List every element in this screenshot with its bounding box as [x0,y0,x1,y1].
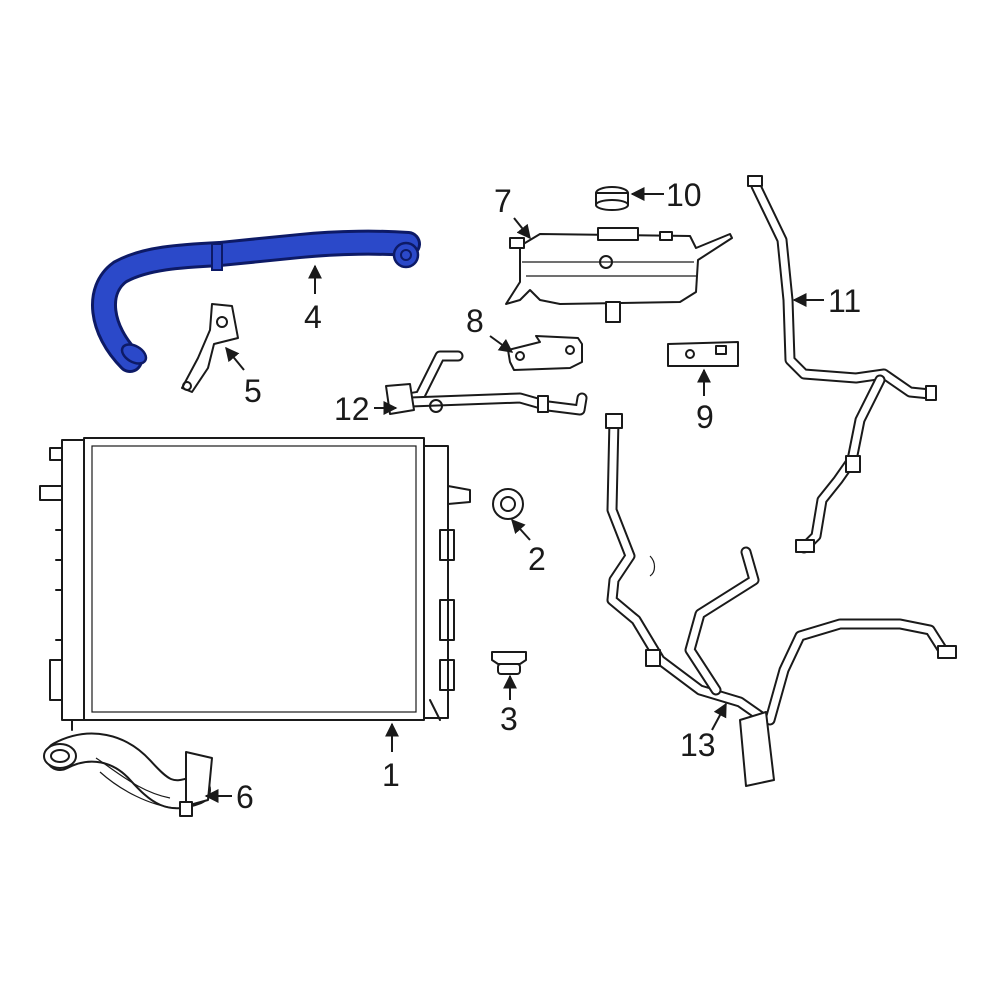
callout-11: 11 [828,283,861,319]
callout-13: 13 [680,727,716,763]
reservoir-bracket-part-8[interactable] [507,335,583,371]
hose-4-end-fitting [392,241,420,269]
grommet-part-2[interactable] [492,488,524,520]
callout-8: 8 [466,303,484,339]
callout-12: 12 [334,391,370,427]
callout-9: 9 [696,399,714,435]
callout-5: 5 [244,373,262,409]
lower-radiator-hose-part-6[interactable] [43,732,213,817]
reservoir-cap-part-10[interactable] [595,186,629,211]
hose-bracket-part-5[interactable] [181,303,239,393]
callout-1: 1 [382,757,400,793]
callout-6: 6 [236,779,254,815]
callout-10: 10 [666,177,702,213]
bracket-part-9[interactable] [667,341,739,367]
heater-hose-part-11[interactable] [747,175,937,554]
hose-4-body [94,232,418,370]
hose-4-clamp [211,243,223,271]
callout-3: 3 [500,701,518,737]
radiator-part-1[interactable] [39,437,471,731]
coolant-reservoir-part-7[interactable] [505,227,733,323]
leader-7 [513,217,531,240]
overflow-hose-part-12[interactable] [385,350,588,416]
callout-2: 2 [528,541,546,577]
leader-8 [489,335,514,353]
callout-7: 7 [494,183,512,219]
hose-4-lower-end [120,343,148,365]
upper-radiator-hose-part-4[interactable] [91,229,421,373]
heater-hose-assembly-part-13[interactable] [605,413,957,787]
leader-5 [225,346,245,371]
leader-2 [511,518,531,541]
leader-arrows [204,187,824,803]
hose-4-end-bore [400,249,412,261]
leader-13 [711,702,727,731]
callout-4: 4 [304,299,322,335]
callout-labels: 1 2 3 4 5 6 7 8 9 10 11 12 13 [236,177,861,815]
insulator-part-3[interactable] [491,651,527,675]
